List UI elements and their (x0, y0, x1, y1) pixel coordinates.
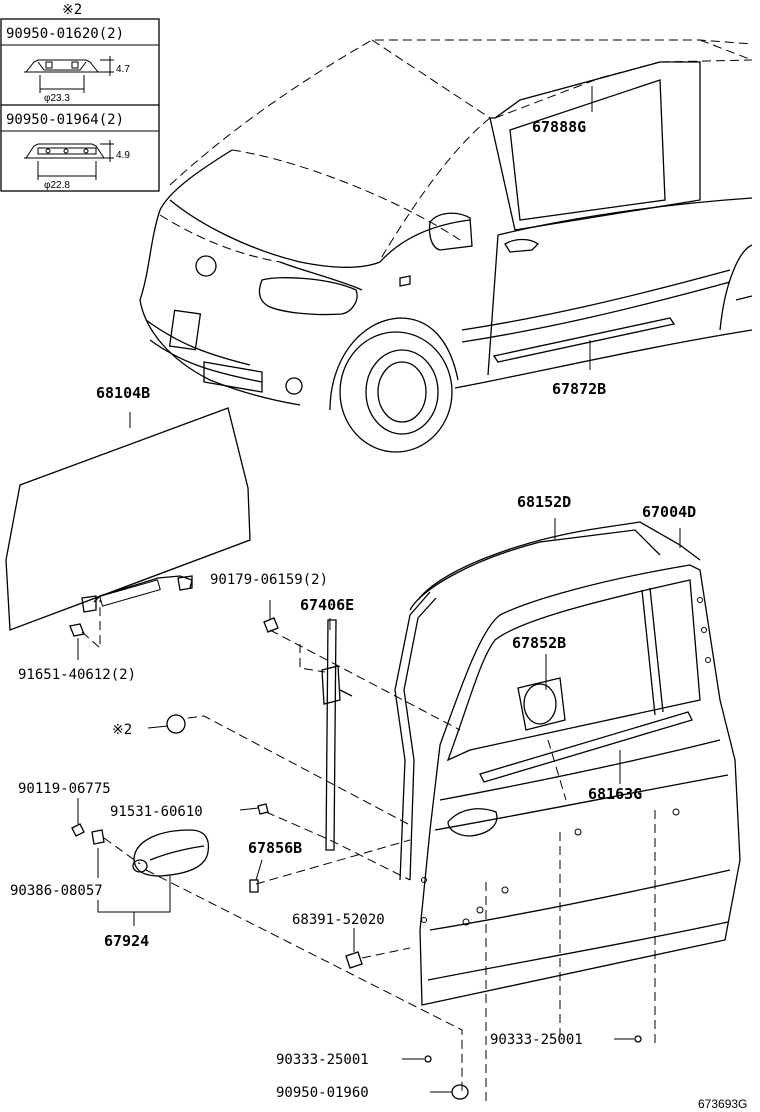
label-67872B: 67872B (552, 380, 606, 398)
bumper-68391-icon (345, 951, 363, 969)
label-90950-01960: 90950-01960 (276, 1085, 369, 1101)
legend-part-2: 90950-01964(2) (6, 112, 124, 128)
legend-mark: ※2 (62, 2, 82, 18)
front-door-assembly (394, 521, 741, 1006)
label-90179-06159: 90179-06159(2) (210, 572, 328, 588)
window-motor-67924 (132, 829, 210, 877)
window-regulator-67406E (321, 619, 353, 851)
hole-plug-2-icon (24, 140, 114, 180)
clip-90333-b-icon (634, 1035, 642, 1043)
legend-diameter-2: φ22.8 (44, 180, 70, 191)
legend-diameter-1: φ23.3 (44, 93, 70, 104)
bolt-90119-icon (71, 823, 85, 837)
bolt-90386-icon (91, 829, 105, 845)
label-68152D: 68152D (517, 493, 571, 511)
hole-plug-1-icon (24, 56, 114, 93)
door-glass-68104B (5, 407, 251, 631)
label-67004D: 67004D (642, 503, 696, 521)
hole-plug-icon (166, 714, 186, 734)
label-91531-60610: 91531-60610 (110, 804, 203, 820)
label-67852B: 67852B (512, 634, 566, 652)
vehicle-illustration (139, 39, 753, 453)
label-90333-25001-a: 90333-25001 (276, 1052, 369, 1068)
label-67888G: 67888G (532, 118, 586, 136)
assembly-lines (81, 600, 656, 1105)
label-68391-52020: 68391-52020 (292, 912, 385, 928)
label-68104B: 68104B (96, 384, 150, 402)
legend-height-2: 4.9 (116, 150, 130, 161)
clip-91651-icon (69, 623, 85, 637)
clip-91531-icon (257, 803, 269, 815)
drawing-number: 673693G (698, 1097, 747, 1111)
legend-part-1: 90950-01620(2) (6, 26, 124, 42)
label-mark-2: ※2 (112, 722, 132, 738)
label-67406E: 67406E (300, 596, 354, 614)
label-90333-25001-b: 90333-25001 (490, 1032, 583, 1048)
clip-90333-icon (424, 1055, 432, 1063)
clip-90179-icon (263, 617, 279, 633)
label-91651-40612: 91651-40612(2) (18, 667, 136, 683)
label-90386-08057: 90386-08057 (10, 883, 103, 899)
label-90119-06775: 90119-06775 (18, 781, 111, 797)
leader-lines (77, 86, 681, 1093)
label-68163G: 68163G (588, 785, 642, 803)
legend-height-1: 4.7 (116, 64, 130, 75)
label-67924: 67924 (104, 932, 149, 950)
fastener-legend: ※2 90950-01620(2) 90950-01964(2) 4.7 φ23… (0, 2, 160, 192)
label-67856B: 67856B (248, 839, 302, 857)
part-labels: 67888G 67872B 68104B 68152D 67004D 90179… (10, 118, 747, 1111)
plug-90950-icon (451, 1084, 469, 1100)
pad-67856B-icon (249, 879, 259, 893)
